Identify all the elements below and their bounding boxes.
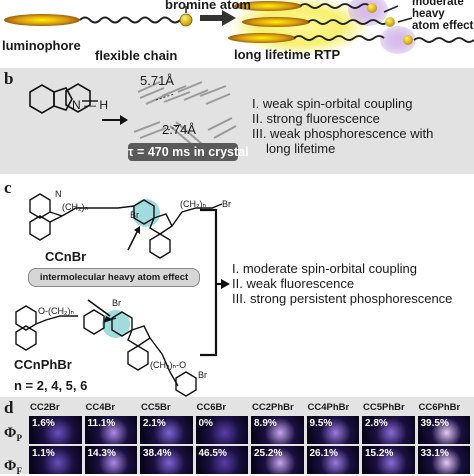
- luminophore-label: luminophore: [2, 38, 81, 53]
- sample-label: CC6Br: [196, 402, 227, 413]
- phi-p-value: 8.9%: [254, 418, 277, 429]
- panel-c-letter: c: [4, 178, 12, 197]
- sample-label: CC6PhBr: [418, 402, 461, 413]
- panel-c-prop-2: II. weak fluorescence: [232, 276, 355, 291]
- phi-p-value: 0%: [198, 418, 213, 429]
- phosphorescence-photo: 2.8%: [362, 416, 415, 444]
- sample-label: CC4PhBr: [307, 402, 350, 413]
- lifetime-text: τ = 470 ms in crystal: [128, 145, 249, 159]
- phi-p-value: 11.1%: [87, 418, 116, 429]
- phi-p-value: 1.6%: [32, 418, 55, 429]
- panel-c-prop-1: I. moderate spin-orbital coupling: [232, 261, 417, 276]
- br-label-3: Br: [112, 298, 121, 308]
- phi-f-value: 25.2%: [254, 448, 283, 459]
- phi-p-value: 9.5%: [309, 418, 333, 429]
- phosphorescence-photo: 8.9%: [251, 416, 304, 444]
- panel-b-prop-2: II. strong fluorescence: [252, 111, 380, 126]
- panel-b-prop-3: III. weak phosphorescence with: [252, 126, 434, 141]
- chain-label-2: (CH₂)ₙ: [180, 199, 207, 209]
- phosphorescence-photo: 39.5%: [417, 416, 470, 444]
- br-label-4: Br: [198, 370, 207, 380]
- phi-f-value: 46.5%: [198, 448, 227, 459]
- phi-f-value: 26.1%: [309, 448, 338, 459]
- n-values-label: n = 2, 4, 5, 6: [14, 378, 88, 393]
- phi-p-value: 2.8%: [365, 418, 388, 429]
- fluorescence-photo: 25.2%: [251, 446, 304, 474]
- compound-2-label: CCnPhBr: [14, 357, 72, 372]
- chain-label-3: O-(CH₂)ₙ: [38, 306, 75, 316]
- compound-1-label: CCnBr: [45, 249, 87, 264]
- panel-c-properties: I. moderate spin-orbital coupling II. we…: [232, 261, 452, 306]
- fluorescence-photo: 26.1%: [306, 446, 359, 474]
- fluorescence-photo: 38.4%: [140, 446, 193, 474]
- phi-f-value: 38.4%: [143, 448, 172, 459]
- luminophore-rod: [4, 14, 80, 26]
- long-lifetime-label: long lifetime RTP: [234, 47, 341, 62]
- panel-a-graphic: [4, 0, 474, 56]
- bromine-label: bromine atom: [165, 0, 251, 12]
- phi-f-value: 33.1%: [420, 448, 449, 459]
- heavy-atom-label: moderate heavy atom effect: [412, 0, 474, 32]
- chain-label-1: (CH₂)ₙ: [62, 202, 89, 212]
- phosphorescence-photo: 9.5%: [306, 416, 359, 444]
- phi-p-value: 39.5%: [420, 418, 449, 429]
- sample-label: CC5PhBr: [363, 402, 405, 413]
- flexible-chain-label: flexible chain: [95, 48, 178, 63]
- panel-d-letter: d: [4, 398, 14, 417]
- heavy-atom-region-2: [380, 26, 416, 54]
- distance-label-2: 2.74Å: [162, 122, 196, 137]
- br-label-1: Br: [130, 210, 139, 220]
- panel-b-prop-1: I. weak spin-orbital coupling: [252, 96, 413, 111]
- chain-label-4: (CH₂)ₙ-O: [150, 360, 187, 370]
- nh-label: N — H: [72, 98, 108, 112]
- phi-f-value: 14.3%: [87, 448, 116, 459]
- phi-f-value: 1.1%: [32, 448, 55, 459]
- photo-grid: CC2Br 1.6% 1.1% CC4Br 11.1% 14.3% CC5Br 2.1% 38.…: [28, 402, 474, 474]
- sample-label: CC2Br: [30, 402, 60, 413]
- panel-b-letter: b: [4, 69, 14, 88]
- phi-f-value: 15.2%: [365, 448, 394, 459]
- fluorescence-photo: 46.5%: [195, 446, 248, 474]
- intermolecular-label: intermolecular heavy atom effect: [39, 272, 189, 283]
- sample-label: CC5Br: [141, 402, 171, 413]
- flexible-chain: [79, 16, 181, 24]
- panel-b-properties: I. weak spin-orbital coupling II. strong…: [252, 96, 433, 156]
- phi-p-label: ΦP: [4, 425, 22, 443]
- phosphorescence-photo: 2.1%: [140, 416, 193, 444]
- bromine-ball: [179, 13, 193, 27]
- lifetime-badge: τ = 470 ms in crystal: [128, 143, 249, 161]
- panel-b-prop-4: long lifetime: [266, 141, 336, 156]
- phi-f-label: ΦF: [4, 458, 22, 476]
- n-atom-1: N: [55, 189, 62, 199]
- intermolecular-box: intermolecular heavy atom effect: [28, 268, 200, 287]
- fluorescence-photo: 1.1%: [29, 446, 82, 474]
- fluorescence-photo: 15.2%: [362, 446, 415, 474]
- phi-p-value: 2.1%: [143, 418, 166, 429]
- distance-label-1: 5.71Å: [140, 73, 174, 88]
- sample-label: CC4Br: [85, 402, 116, 413]
- br-label-2: Br: [222, 199, 231, 209]
- sample-label: CC2PhBr: [252, 402, 294, 413]
- panel-c-prop-3: III. strong persistent phosphorescence: [232, 291, 453, 306]
- fluorescence-photo: 33.1%: [417, 446, 470, 474]
- phosphorescence-photo: 11.1%: [84, 416, 137, 444]
- phosphorescence-photo: 1.6%: [29, 416, 82, 444]
- phosphorescence-photo: 0%: [195, 416, 248, 444]
- fluorescence-photo: 14.3%: [84, 446, 137, 474]
